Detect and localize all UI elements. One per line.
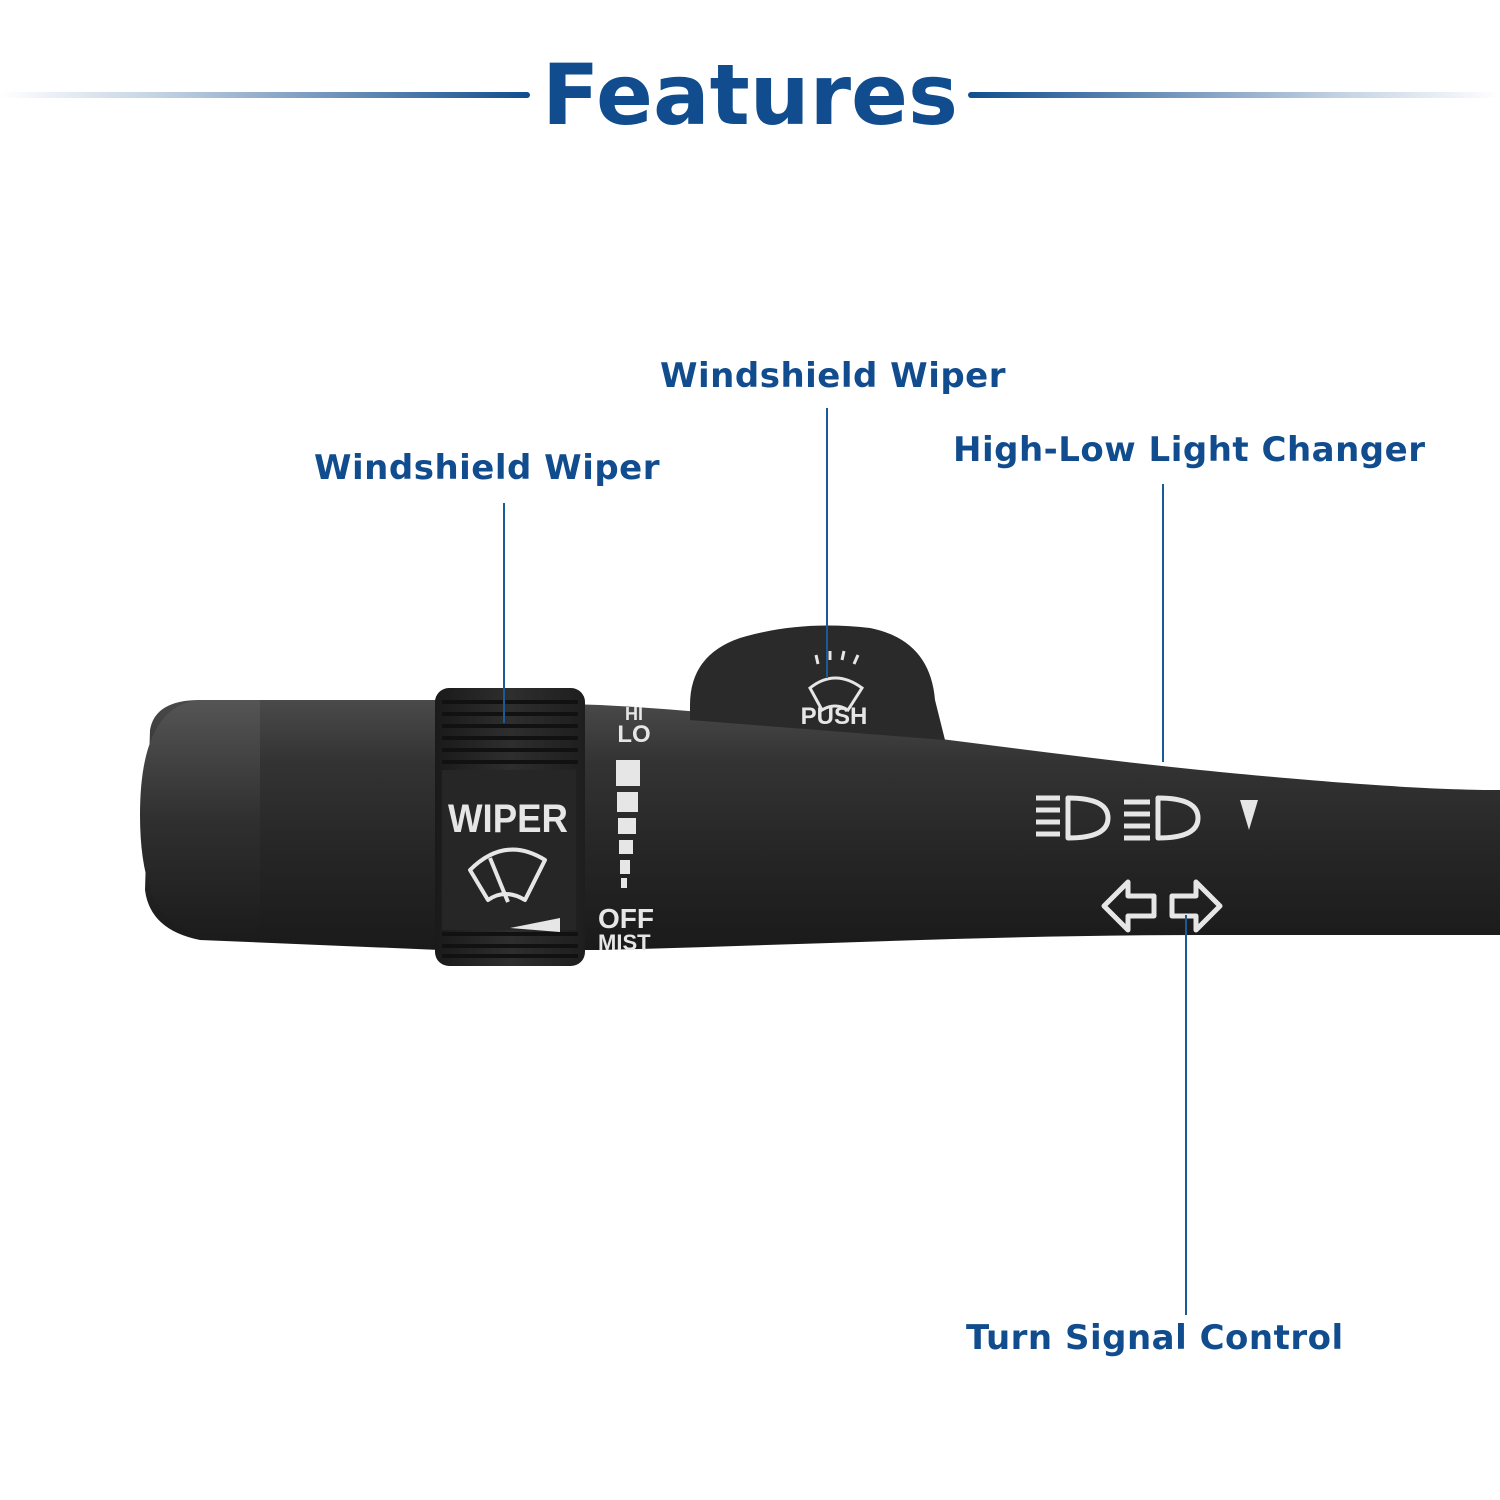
callout-turn-signal: Turn Signal Control bbox=[966, 1318, 1344, 1358]
dial-arrow-icon bbox=[510, 918, 560, 932]
turn-arrow-icon bbox=[1101, 879, 1223, 933]
leader-wiper-dial bbox=[503, 503, 505, 723]
windshield-wiper-icon bbox=[468, 847, 547, 903]
leader-turn-signal bbox=[1185, 915, 1187, 1315]
page-title: Features bbox=[542, 46, 958, 144]
title-rule-right bbox=[968, 92, 1500, 98]
speed-scale bbox=[616, 760, 640, 888]
callout-high-low: High-Low Light Changer bbox=[953, 430, 1426, 470]
callout-wiper-dial: Windshield Wiper bbox=[314, 448, 661, 488]
stalk-tip bbox=[140, 700, 260, 935]
mist-label: MIST bbox=[598, 930, 651, 955]
dial-ridges bbox=[442, 700, 578, 958]
leader-high-low bbox=[1162, 484, 1164, 762]
title-rule-left bbox=[0, 92, 530, 98]
leader-wiper-push bbox=[826, 408, 828, 678]
off-label: OFF bbox=[598, 903, 654, 934]
washer-spray-icon bbox=[808, 650, 865, 713]
dial-wiper-label: WIPER bbox=[448, 797, 568, 841]
callout-wiper-push: Windshield Wiper bbox=[660, 356, 1007, 396]
lo-label: LO bbox=[617, 721, 650, 748]
hi-label: HI bbox=[625, 704, 643, 724]
headlight-beam-icon bbox=[1036, 795, 1201, 841]
stalk-body bbox=[145, 700, 1500, 950]
push-label: PUSH bbox=[801, 703, 868, 730]
high-low-arrow-icon bbox=[1240, 800, 1258, 830]
